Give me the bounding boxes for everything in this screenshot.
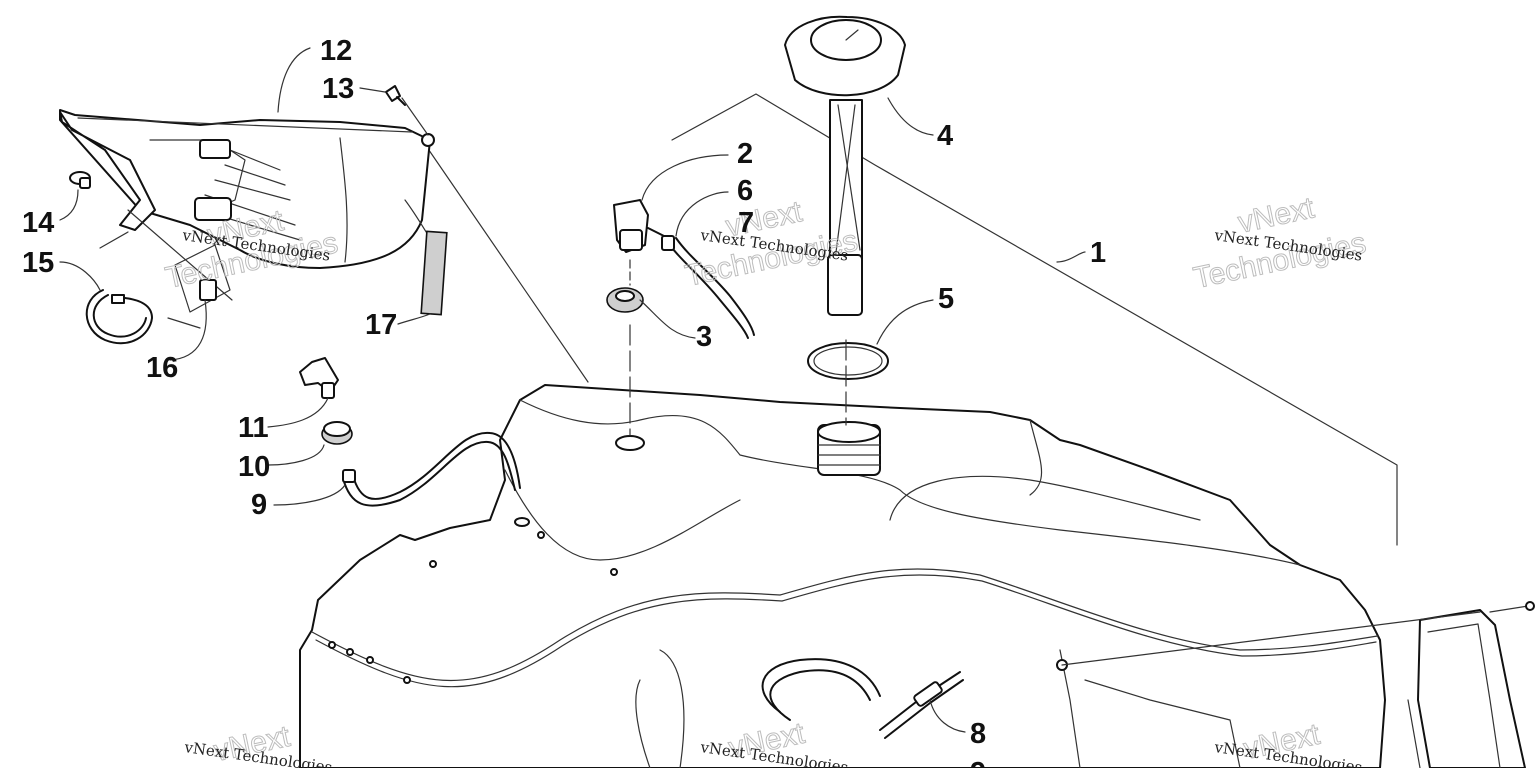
hose-lower-9 bbox=[761, 658, 881, 721]
foam-strip-17 bbox=[420, 230, 448, 316]
elbow-fitting-11 bbox=[299, 357, 339, 399]
hose-7 bbox=[661, 235, 755, 339]
callout-5: 5 bbox=[938, 283, 954, 315]
panel-12 bbox=[59, 109, 439, 269]
callout-17: 17 bbox=[365, 309, 397, 341]
fastener-14 bbox=[69, 171, 91, 189]
callout-7: 7 bbox=[738, 207, 754, 239]
assembly-bracket-1 bbox=[421, 93, 1398, 546]
callout-3: 3 bbox=[696, 321, 712, 353]
fuel-cap-sender-4 bbox=[784, 15, 906, 316]
callout-13: 13 bbox=[322, 73, 354, 105]
callout-2: 2 bbox=[737, 138, 753, 170]
clamp-15 bbox=[85, 289, 153, 345]
callout-15: 15 bbox=[22, 247, 54, 279]
callout-labels: 1 2 3 4 5 6 7 8 9 9 10 11 12 13 14 15 16… bbox=[22, 35, 1106, 768]
sensor-8 bbox=[879, 671, 964, 739]
callout-8: 8 bbox=[970, 718, 986, 750]
callout-14: 14 bbox=[22, 207, 54, 239]
callout-12: 12 bbox=[320, 35, 352, 67]
callout-1: 1 bbox=[1090, 237, 1106, 269]
fuel-tank-body bbox=[299, 384, 1386, 768]
side-panel-right bbox=[1061, 601, 1535, 768]
callout-16: 16 bbox=[146, 352, 178, 384]
grommet-10 bbox=[321, 421, 353, 445]
seal-ring-5 bbox=[807, 342, 889, 380]
hose-9 bbox=[342, 431, 521, 507]
callout-11: 11 bbox=[238, 412, 269, 444]
grommet-3 bbox=[606, 287, 644, 313]
callout-9-lower: 9 bbox=[970, 757, 986, 768]
leader-lines bbox=[59, 47, 1086, 733]
screw-13 bbox=[385, 85, 406, 106]
valve-2 bbox=[613, 199, 665, 253]
callout-9: 9 bbox=[251, 489, 267, 521]
connector-16 bbox=[167, 244, 231, 329]
filler-neck bbox=[817, 421, 881, 476]
callout-10: 10 bbox=[238, 451, 270, 483]
callout-4: 4 bbox=[937, 120, 953, 152]
callout-6: 6 bbox=[737, 175, 753, 207]
